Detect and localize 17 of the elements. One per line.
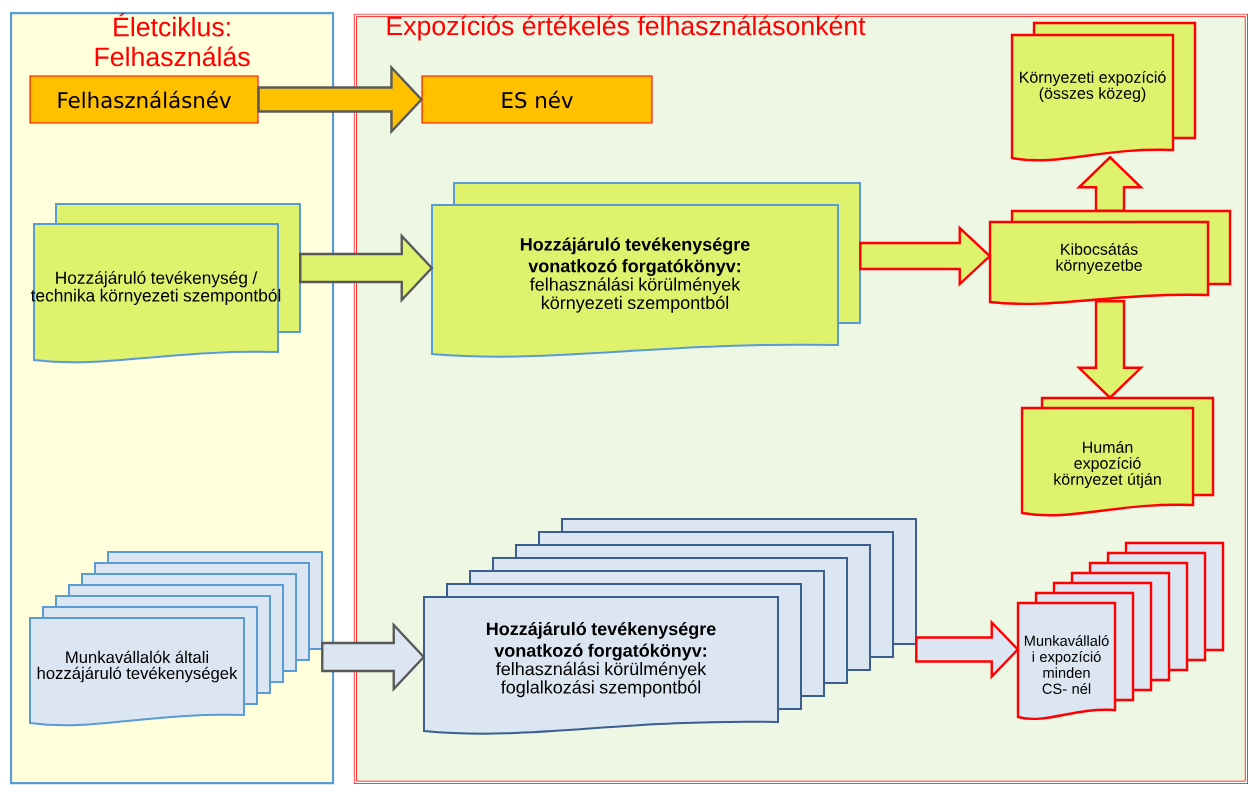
block-arrow [1076, 155, 1144, 212]
block-arrow [915, 619, 1020, 680]
label-box: ES név [421, 75, 653, 124]
document-stack: Környezeti expozíció (összes közeg) [1010, 21, 1197, 162]
document-stack: Kibocsátás környezetbe [988, 209, 1232, 306]
document-stack: Hozzájáruló tevékenységre vonatkozó forgatókönyv: felhasználási körülmények környezeti szempontból [431, 182, 861, 358]
block-arrow [859, 225, 992, 287]
block-arrow [257, 64, 424, 135]
label-box: Felhasználásnév [29, 75, 259, 124]
document-stack: Hozzájáruló tevékenység / technika környezeti szempontból [30, 203, 301, 364]
document-stack: Munkavállaló i expozíció minden CS- nél [1016, 541, 1225, 721]
block-arrow [1076, 300, 1144, 400]
document-stack: Munkavállalók általi hozzájáruló tevékenységek [29, 551, 323, 727]
block-arrow [299, 232, 434, 304]
block-arrow [321, 621, 426, 693]
document-stack: Hozzájáruló tevékenységre vonatkozó forgatókönyv: felhasználási körülmények foglalkozási szempontból [423, 518, 917, 735]
document-stack: Humán expozíció környezet útján [1020, 396, 1215, 517]
